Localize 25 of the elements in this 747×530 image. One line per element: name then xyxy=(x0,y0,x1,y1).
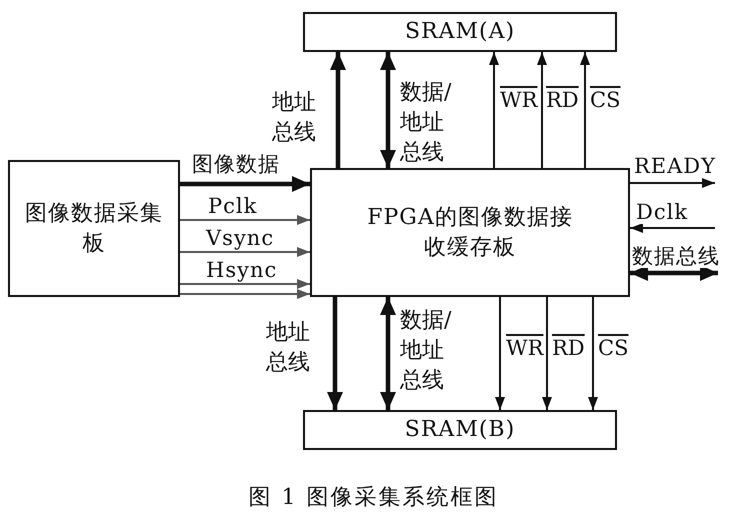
arrow xyxy=(537,52,547,168)
edge-label: 数据总线 xyxy=(632,244,720,268)
edge-label: 图像数据 xyxy=(192,152,280,176)
arrow xyxy=(542,297,552,410)
arrow xyxy=(180,215,310,225)
arrow xyxy=(489,52,499,168)
memory-box: SRAM(A) xyxy=(303,12,617,52)
board-box: 图像数据采集板 xyxy=(8,160,180,297)
arrow xyxy=(580,52,590,168)
edge-label: Dclk xyxy=(636,200,688,224)
arrow xyxy=(495,297,505,410)
arrow xyxy=(630,223,715,233)
arrow xyxy=(330,52,346,168)
arrow xyxy=(180,247,310,257)
arrow xyxy=(180,176,310,192)
arrow xyxy=(180,279,310,289)
arrow xyxy=(327,297,343,410)
arrow xyxy=(380,297,396,410)
arrow xyxy=(180,289,310,299)
arrow xyxy=(588,297,598,410)
memory-box: SRAM(B) xyxy=(303,410,617,450)
arrow xyxy=(380,52,396,168)
arrow xyxy=(630,178,715,188)
board-box: FPGA的图像数据接收缓存板 xyxy=(310,168,630,297)
figure-caption: 图 1 图像采集系统框图 xyxy=(248,484,500,512)
